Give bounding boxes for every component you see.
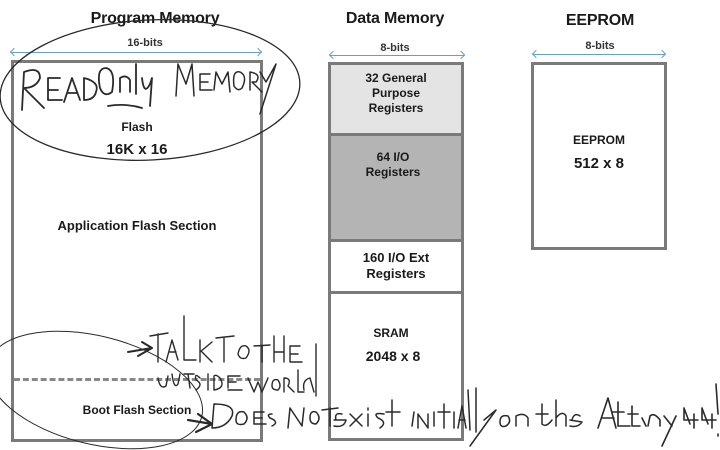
sram-size: 2048 x 8 bbox=[365, 348, 421, 364]
data-memory-title: Data Memory bbox=[345, 10, 445, 27]
segment-sram: SRAM 2048 x 8 bbox=[331, 294, 461, 438]
flash-label: Flash bbox=[121, 120, 153, 134]
segment-label: 160 I/O Ext Registers bbox=[362, 250, 430, 282]
eeprom-label: EEPROM bbox=[572, 133, 625, 147]
application-flash-section: Application Flash Section bbox=[57, 218, 217, 233]
program-memory-width-label: 16-bits bbox=[127, 37, 163, 49]
eeprom-width-arrow bbox=[533, 54, 665, 55]
data-memory-width-arrow bbox=[330, 55, 464, 56]
boot-section-divider bbox=[14, 378, 260, 381]
eeprom-title: EEPROM bbox=[565, 12, 635, 29]
segment-label: SRAM bbox=[373, 326, 409, 340]
data-memory-box: 32 General Purpose Registers 64 I/O Regi… bbox=[328, 62, 464, 441]
data-memory-width-label: 8-bits bbox=[380, 42, 410, 54]
eeprom-size: 512 x 8 bbox=[573, 155, 625, 172]
flash-size: 16K x 16 bbox=[106, 141, 168, 158]
boot-flash-section: Boot Flash Section bbox=[82, 403, 192, 417]
program-memory-box: Flash 16K x 16 Application Flash Section… bbox=[11, 60, 263, 442]
segment-label: 64 I/O Registers bbox=[365, 150, 421, 179]
segment-io-registers: 64 I/O Registers bbox=[331, 136, 461, 242]
eeprom-width-label: 8-bits bbox=[585, 40, 615, 52]
segment-general-purpose-registers: 32 General Purpose Registers bbox=[331, 65, 461, 136]
program-memory-title: Program Memory bbox=[90, 10, 220, 27]
program-memory-width-arrow bbox=[11, 52, 261, 53]
segment-io-ext-registers: 160 I/O Ext Registers bbox=[331, 242, 461, 294]
eeprom-box: EEPROM 512 x 8 bbox=[531, 62, 667, 250]
segment-label: 32 General Purpose Registers bbox=[365, 71, 427, 115]
